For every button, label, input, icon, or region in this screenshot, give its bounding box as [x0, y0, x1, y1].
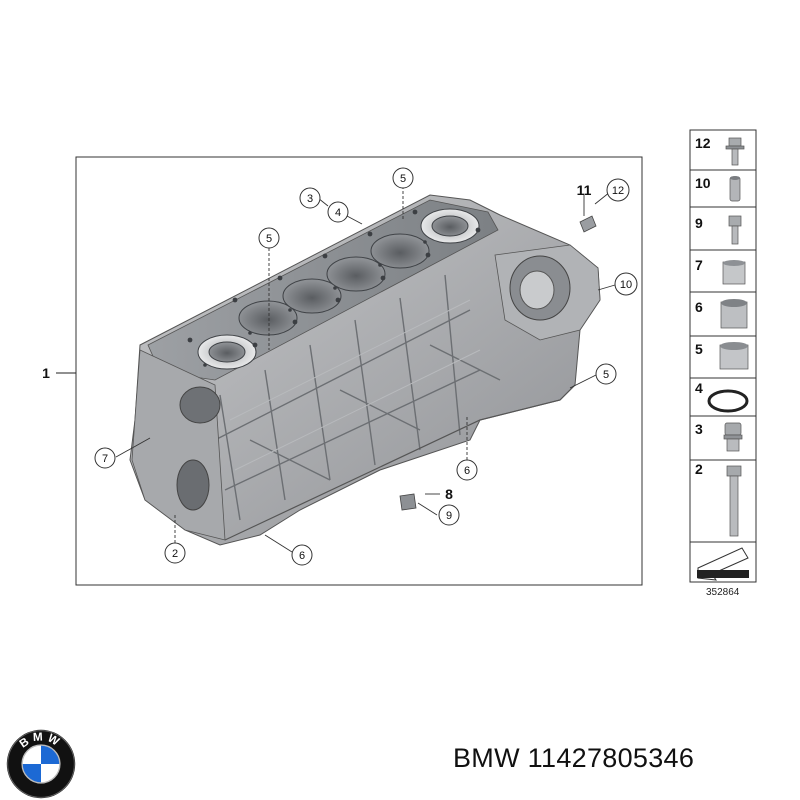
- callout-10[interactable]: 10: [614, 272, 638, 296]
- callout-1[interactable]: 1: [42, 365, 76, 381]
- figure-code: 352864: [706, 587, 740, 598]
- side-part-12[interactable]: 12: [695, 135, 745, 166]
- callout-5-top[interactable]: 5: [392, 167, 414, 189]
- side-part-5[interactable]: 5: [695, 341, 749, 370]
- callout-3[interactable]: 3: [299, 187, 321, 209]
- callout-7[interactable]: 7: [94, 447, 116, 469]
- svg-text:3: 3: [695, 421, 703, 437]
- svg-text:5: 5: [400, 173, 406, 185]
- callout-11[interactable]: 11: [577, 182, 592, 198]
- side-part-4[interactable]: 4: [695, 380, 749, 413]
- svg-text:10: 10: [695, 175, 711, 191]
- svg-text:4: 4: [695, 380, 703, 396]
- svg-text:5: 5: [603, 369, 609, 381]
- callout-5-left[interactable]: 5: [258, 227, 280, 249]
- svg-text:5: 5: [266, 233, 272, 245]
- svg-text:4: 4: [335, 207, 341, 219]
- side-part-9[interactable]: 9: [695, 215, 742, 245]
- svg-text:BMW: BMW: [17, 730, 64, 750]
- svg-text:9: 9: [446, 510, 452, 522]
- part-caption: BMW 11427805346: [453, 743, 695, 773]
- callout-6-right[interactable]: 6: [456, 459, 478, 481]
- callout-12[interactable]: 12: [606, 178, 630, 202]
- svg-text:7: 7: [102, 453, 108, 465]
- side-part-7[interactable]: 7: [695, 257, 746, 285]
- svg-text:8: 8: [445, 486, 453, 502]
- svg-text:12: 12: [695, 135, 711, 151]
- svg-text:9: 9: [695, 215, 703, 231]
- side-part-6[interactable]: 6: [695, 299, 748, 329]
- side-part-10[interactable]: 10: [695, 175, 741, 202]
- callout-9[interactable]: 9: [438, 504, 460, 526]
- callout-8[interactable]: 8: [445, 486, 453, 502]
- svg-text:6: 6: [464, 465, 470, 477]
- svg-text:6: 6: [299, 550, 305, 562]
- svg-text:2: 2: [695, 461, 703, 477]
- callout-2[interactable]: 2: [164, 542, 186, 564]
- svg-text:11: 11: [577, 182, 592, 198]
- svg-text:7: 7: [695, 257, 703, 273]
- callout-5-right[interactable]: 5: [595, 363, 617, 385]
- engine-block: [129, 194, 601, 546]
- svg-text:6: 6: [695, 299, 703, 315]
- side-part-2[interactable]: 2: [695, 461, 742, 537]
- side-parts-panel: 12 10 9 7 6 5: [689, 129, 757, 583]
- svg-text:5: 5: [695, 341, 703, 357]
- svg-text:10: 10: [620, 279, 632, 291]
- side-part-3[interactable]: 3: [695, 421, 743, 452]
- svg-text:12: 12: [612, 185, 624, 197]
- svg-text:3: 3: [307, 193, 313, 205]
- diagram-frame: [75, 156, 643, 586]
- callout-6-bottom[interactable]: 6: [291, 544, 313, 566]
- svg-text:2: 2: [172, 548, 178, 560]
- arrow-symbol-icon: [697, 547, 749, 581]
- callout-4[interactable]: 4: [327, 201, 349, 223]
- bmw-logo-icon: BMW: [6, 729, 76, 799]
- svg-text:1: 1: [42, 365, 50, 381]
